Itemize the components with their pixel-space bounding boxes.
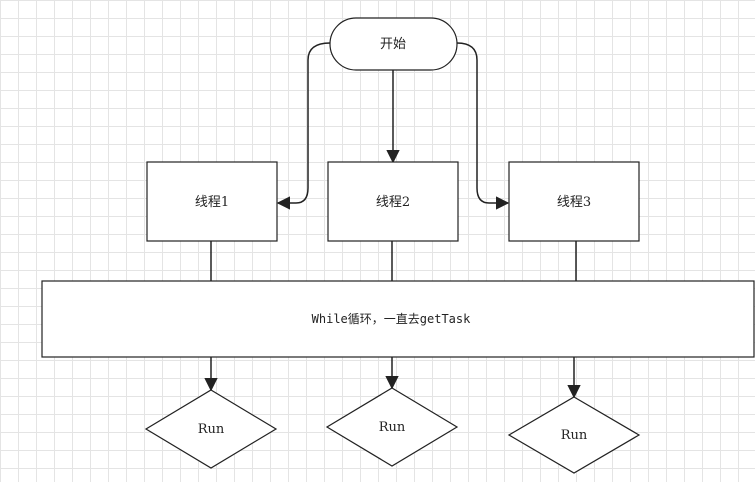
loop-node[interactable]: While循环，一直去getTask	[41, 280, 755, 358]
run-node-2[interactable]: Run	[325, 387, 459, 467]
arrow-start-to-thread-3	[456, 42, 510, 210]
start-node[interactable]: 开始	[329, 17, 458, 71]
thread-node-3[interactable]: 线程3	[508, 161, 640, 242]
run-node-1[interactable]: Run	[144, 389, 278, 469]
connectors	[204, 42, 581, 399]
arrow-start-to-thread-1	[276, 42, 331, 210]
thread-node-2-label: 线程2	[376, 195, 410, 210]
run-node-3-label: Run	[561, 428, 588, 443]
loop-node-label: While循环，一直去getTask	[312, 312, 471, 326]
thread-node-1[interactable]: 线程1	[146, 161, 278, 242]
thread-node-2[interactable]: 线程2	[327, 161, 459, 242]
start-node-label: 开始	[380, 37, 406, 52]
thread-node-1-label: 线程1	[195, 195, 229, 210]
thread-node-3-label: 线程3	[557, 195, 591, 210]
run-node-1-label: Run	[198, 422, 225, 437]
run-node-3[interactable]: Run	[507, 396, 641, 474]
run-node-2-label: Run	[379, 420, 406, 435]
